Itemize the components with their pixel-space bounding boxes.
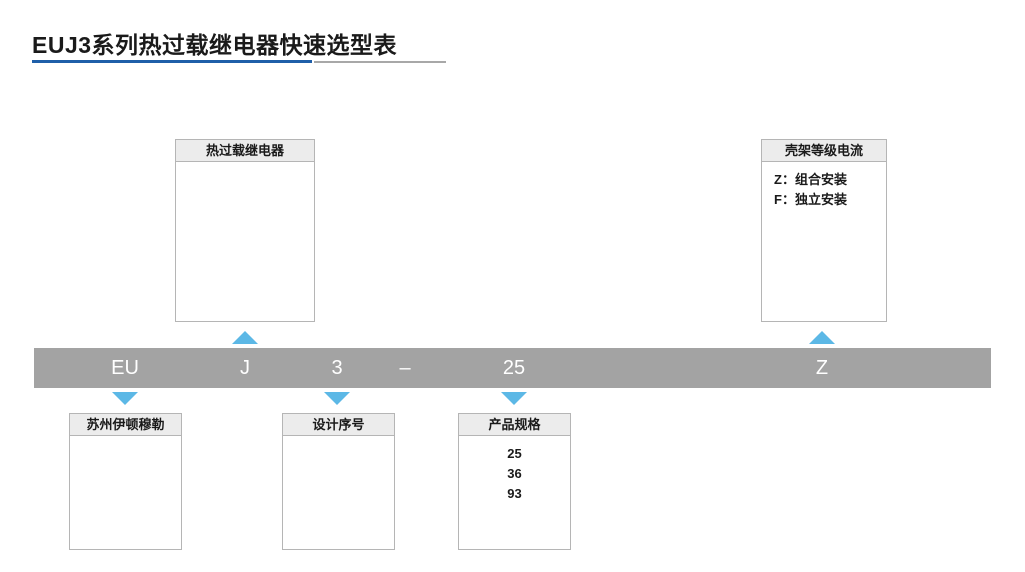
type-code-segment-4: – (399, 357, 411, 379)
callout-box-header: 苏州伊顿穆勒 (70, 414, 181, 436)
type-code-segment-6: Z (815, 357, 829, 379)
callout-box-header: 热过载继电器 (176, 140, 314, 162)
arrow-down-spec-icon (501, 392, 527, 405)
type-code-bar (34, 348, 991, 388)
callout-box-body (70, 436, 181, 444)
title-underline-secondary (314, 61, 446, 63)
callout-box-bottom-3: 产品规格 25 36 93 (458, 413, 571, 550)
callout-box-body (176, 162, 314, 170)
arrow-up-thermal-relay-icon (232, 331, 258, 344)
callout-box-item: Z：组合安装 (774, 172, 847, 187)
type-code-segment-3: 3 (331, 357, 343, 379)
callout-box-top-2: 壳架等级电流 Z：组合安装 F：独立安装 (761, 139, 887, 322)
callout-box-bottom-2: 设计序号 (282, 413, 395, 550)
callout-box-bottom-1: 苏州伊顿穆勒 (69, 413, 182, 550)
arrow-up-frame-current-icon (809, 331, 835, 344)
callout-box-body (283, 436, 394, 444)
callout-box-item: 25 (507, 446, 522, 461)
callout-box-body: 25 36 93 (459, 436, 570, 504)
type-code-segment-1: EU (111, 357, 139, 379)
title-underline-accent (32, 60, 312, 63)
callout-box-item: 93 (507, 486, 522, 501)
callout-box-body: Z：组合安装 F：独立安装 (762, 162, 886, 210)
callout-box-top-1: 热过载继电器 (175, 139, 315, 322)
callout-box-header: 设计序号 (283, 414, 394, 436)
type-code-segment-5: 25 (502, 357, 526, 379)
type-code-segment-2: J (240, 357, 250, 379)
arrow-down-brand-icon (112, 392, 138, 405)
callout-box-item: F：独立安装 (774, 192, 847, 207)
callout-box-item: 36 (507, 466, 522, 481)
callout-box-header: 产品规格 (459, 414, 570, 436)
page-title: EUJ3系列热过载继电器快速选型表 (32, 32, 398, 58)
arrow-down-design-no-icon (324, 392, 350, 405)
callout-box-header: 壳架等级电流 (762, 140, 886, 162)
